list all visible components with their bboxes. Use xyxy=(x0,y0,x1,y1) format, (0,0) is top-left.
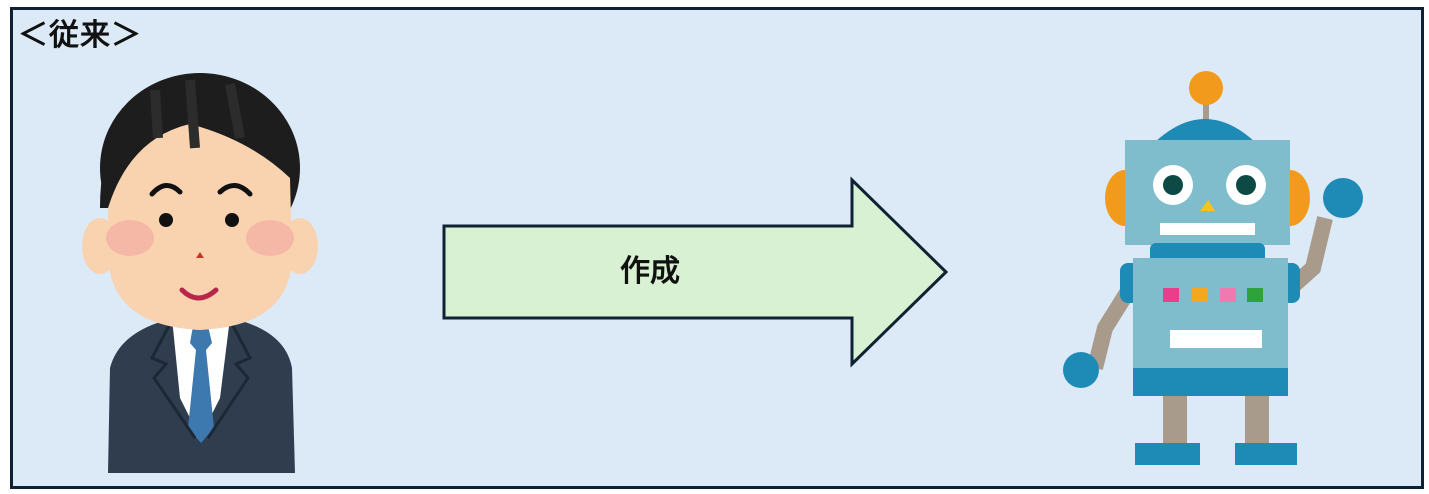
create-arrow xyxy=(442,176,949,368)
businessman-illustration xyxy=(82,73,318,473)
diagram-title: ＜従来＞ xyxy=(18,18,142,53)
arrow-label: 作成 xyxy=(620,254,680,289)
robot-illustration xyxy=(1063,71,1363,465)
